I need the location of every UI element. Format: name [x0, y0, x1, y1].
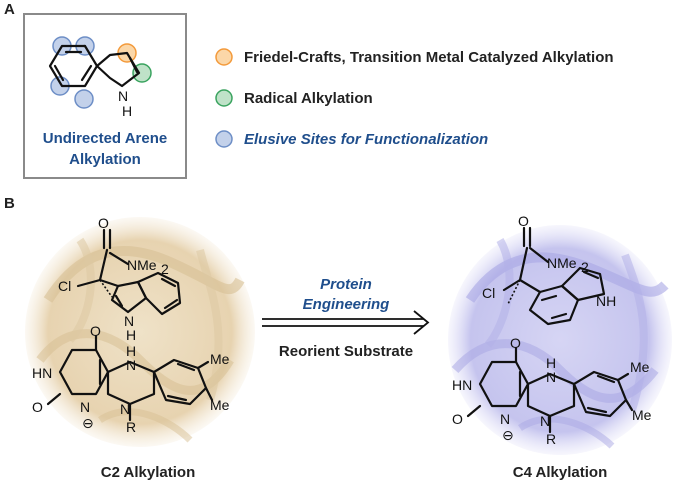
left-molecule — [76, 228, 182, 316]
right-flavin-n-top: N — [546, 369, 556, 385]
box-title-line2: Alkylation — [69, 151, 141, 168]
left-flavin-n-top: N — [126, 357, 136, 373]
left-flavin-minus: ⊖ — [82, 415, 94, 431]
indole-n-label: N — [118, 88, 128, 104]
right-molecule — [502, 226, 606, 326]
legend-label-friedel-crafts: Friedel-Crafts, Transition Metal Catalyz… — [244, 49, 614, 66]
left-nme2-sub: 2 — [161, 261, 169, 277]
right-flavin-minus: ⊖ — [502, 427, 514, 443]
right-protein-blob — [448, 225, 672, 455]
left-flavin-n5: N — [120, 401, 130, 417]
right-flavin-n5: N — [540, 413, 550, 429]
right-me-bottom: Me — [632, 407, 652, 423]
left-nme2-label: NMe — [127, 257, 157, 273]
arrow-label-protein: Protein — [320, 276, 372, 293]
elusive-site-c4 — [74, 89, 94, 109]
arrow-label-reorient: Reorient Substrate — [279, 343, 413, 360]
left-indole-h: H — [126, 327, 136, 343]
caption-c4-alkylation: C4 Alkylation — [513, 464, 607, 481]
right-flavin-hn: HN — [452, 377, 472, 393]
arrow-label-engineering: Engineering — [303, 296, 390, 313]
left-flavin-n-bottom: N — [80, 399, 90, 415]
legend-marker-green — [215, 89, 233, 107]
left-me-top: Me — [210, 351, 230, 367]
caption-c2-alkylation: C2 Alkylation — [101, 464, 195, 481]
right-flavin-o-bottom: O — [452, 411, 463, 427]
left-flavin-r: R — [126, 419, 136, 435]
left-cl-label: Cl — [58, 278, 71, 294]
legend-label-radical: Radical Alkylation — [244, 90, 373, 107]
legend-label-elusive: Elusive Sites for Functionalization — [244, 131, 488, 148]
left-indole-n: N — [124, 313, 134, 329]
left-o-label: O — [98, 215, 109, 231]
panel-b-letter: B — [4, 195, 15, 212]
right-nme2-sub: 2 — [581, 259, 589, 275]
left-protein-blob — [25, 217, 255, 447]
left-flavin — [46, 334, 214, 422]
box-title-line1: Undirected Arene — [43, 130, 167, 147]
indole-h-label: H — [122, 103, 132, 119]
right-cl-label: Cl — [482, 285, 495, 301]
legend-marker-blue — [215, 130, 233, 148]
right-flavin-n-bottom: N — [500, 411, 510, 427]
left-flavin-o-bottom: O — [32, 399, 43, 415]
left-flavin-o-top: O — [90, 323, 101, 339]
indole-structure — [48, 44, 141, 88]
right-flavin — [466, 346, 634, 434]
right-flavin-h: H — [546, 355, 556, 371]
reaction-arrow — [262, 310, 430, 335]
panel-a-letter: A — [4, 1, 15, 18]
right-flavin-r: R — [546, 431, 556, 447]
left-me-bottom: Me — [210, 397, 230, 413]
right-me-top: Me — [630, 359, 650, 375]
panel-a-box — [23, 13, 187, 179]
legend-marker-orange — [215, 48, 233, 66]
right-nh-label: NH — [596, 293, 616, 309]
right-o-label: O — [518, 213, 529, 229]
right-nme2-label: NMe — [547, 255, 577, 271]
right-flavin-o-top: O — [510, 335, 521, 351]
left-flavin-h: H — [126, 343, 136, 359]
left-flavin-hn: HN — [32, 365, 52, 381]
